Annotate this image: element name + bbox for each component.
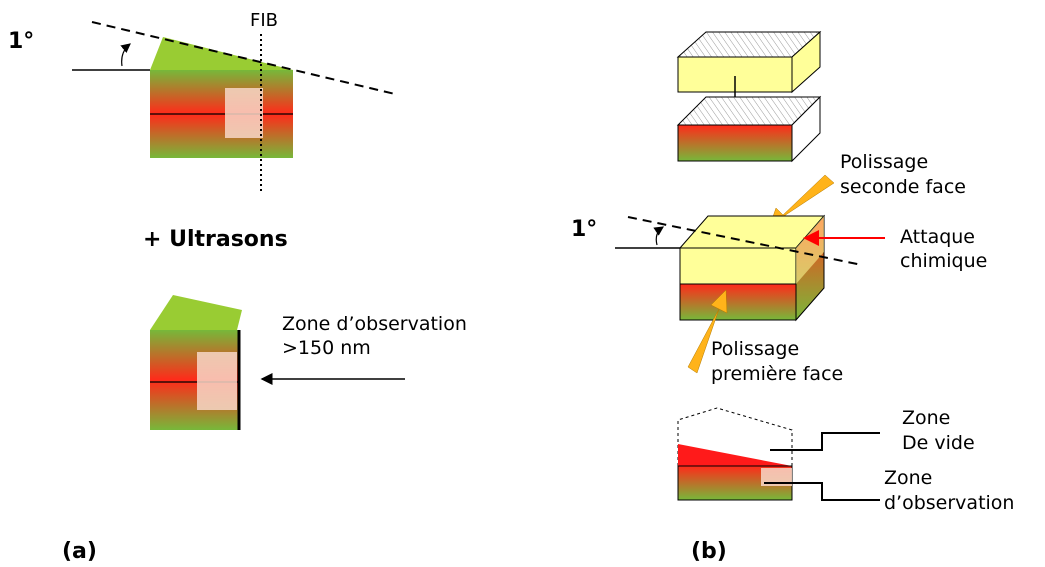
etch-line2: chimique — [900, 250, 987, 272]
polish-first-arrow — [687, 289, 728, 374]
obs-line1: Zone — [884, 467, 932, 489]
polish-first-line1: Polissage — [711, 338, 799, 360]
second-block-side-face — [791, 95, 821, 163]
void-line1: Zone — [902, 407, 950, 429]
panel-label-b: (b) — [691, 539, 727, 564]
highlight-zone-lower-a — [197, 352, 237, 410]
highlight-zone-a — [225, 88, 263, 138]
top-block-side-face — [791, 30, 821, 94]
panel-label-a: (a) — [62, 539, 97, 564]
tilt-line-b — [627, 216, 863, 266]
ultrasons-label: + Ultrasons — [143, 227, 288, 252]
main-block-lower-front — [679, 283, 797, 321]
angle-label-a: 1° — [8, 29, 34, 54]
fib-label: FIB — [250, 10, 278, 31]
panel-b: Polissage seconde face 1° Attaque chimiq… — [571, 30, 1014, 564]
panel-a: 1° FIB + Ultrasons Zone d’observation >1… — [8, 10, 467, 564]
void-dashed-outline — [677, 407, 793, 466]
polish-first-line2: première face — [711, 363, 843, 385]
obs-highlight-b — [761, 468, 792, 486]
polish-second-line2: seconde face — [840, 176, 966, 198]
tilt-line-a — [91, 21, 396, 95]
zone-label-line2: >150 nm — [282, 337, 371, 359]
polish-second-line1: Polissage — [840, 151, 928, 173]
zone-label-line1: Zone d’observation — [282, 313, 467, 335]
void-red-wedge — [678, 444, 792, 466]
etch-line1: Attaque — [900, 226, 975, 248]
obs-callout — [764, 482, 880, 501]
void-line2: De vide — [902, 432, 975, 454]
obs-line2: d’observation — [884, 492, 1014, 514]
main-block-upper-front — [679, 247, 797, 285]
void-callout — [770, 432, 880, 451]
second-block-front-face — [677, 124, 793, 162]
wedge-lower-a — [150, 295, 242, 330]
angle-arc-b — [653, 226, 664, 246]
angle-arc-a — [120, 43, 131, 67]
angle-label-b: 1° — [571, 217, 597, 242]
